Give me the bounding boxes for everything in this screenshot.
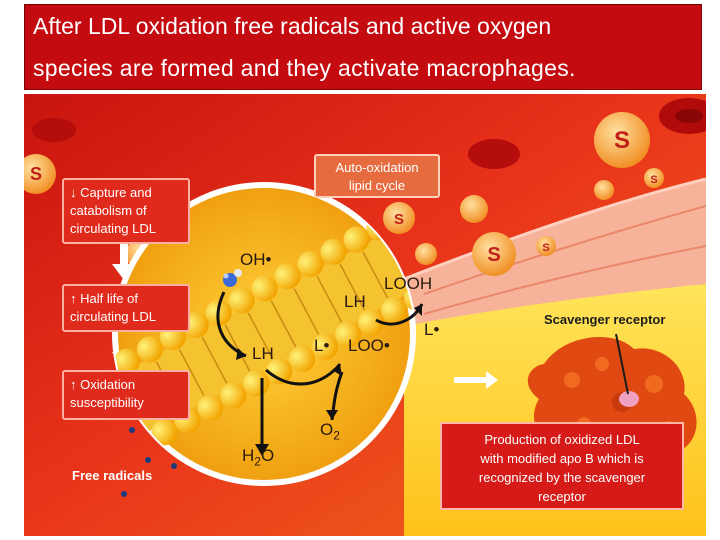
oh-radical-label: OH• [240, 250, 272, 269]
red-blood-cell [468, 139, 520, 169]
capture-line-2: catabolism of [70, 203, 147, 218]
ldl-oxidation-illustration: S S S S S S S S [24, 94, 706, 536]
svg-text:S: S [614, 127, 630, 154]
svg-text:S: S [394, 211, 404, 228]
l-radical-label: L• [314, 336, 330, 355]
lh-left-label: LH [252, 344, 274, 363]
capture-line-3: circulating LDL [70, 221, 156, 236]
auto-oxidation-line-2: lipid cycle [348, 178, 406, 193]
oxidation-susceptibility-box: ↑ Oxidation susceptibility [62, 370, 190, 420]
oxidation-line-1: Oxidation [80, 377, 136, 392]
svg-text:S: S [650, 174, 657, 186]
capture-line-1: Capture and [80, 185, 152, 200]
up-arrow-icon: ↑ [70, 291, 77, 306]
looh-label: LOOH [384, 274, 433, 293]
hydroxyl-radical-molecule [223, 269, 242, 287]
lh-top-label: LH [344, 292, 366, 311]
production-oxidized-ldl-box: Production of oxidized LDL with modified… [440, 422, 684, 510]
arrowheads [236, 304, 422, 456]
oxygen-label: O2 [320, 420, 340, 443]
half-life-line-2: circulating LDL [70, 309, 156, 324]
scavenger-receptor-label: Scavenger receptor [544, 312, 666, 327]
half-life-line-1: Half life of [80, 291, 138, 306]
svg-text:S: S [30, 164, 42, 184]
l-radical-right-label: L• [424, 320, 440, 339]
water-label: H2O [242, 446, 275, 469]
capture-catabolism-box: ↓ Capture and catabolism of circulating … [62, 178, 190, 244]
title-line-2: species are formed and they activate mac… [33, 55, 576, 81]
auto-oxidation-box: Auto-oxidation lipid cycle [314, 154, 440, 198]
loo-radical-label: LOO• [348, 336, 390, 355]
red-blood-cell [32, 118, 76, 142]
oxidation-line-2: susceptibility [70, 395, 144, 410]
production-line-1: Production of oxidized LDL [484, 432, 640, 447]
half-life-box: ↑ Half life of circulating LDL [62, 284, 190, 332]
svg-text:S: S [542, 242, 549, 254]
title-banner: After LDL oxidation free radicals and ac… [24, 4, 702, 90]
right-arrow-icon [454, 371, 498, 389]
auto-oxidation-line-1: Auto-oxidation [335, 160, 419, 175]
down-arrow-icon: ↓ [70, 185, 77, 200]
production-line-4: receptor [538, 489, 586, 504]
svg-text:S: S [487, 244, 500, 266]
free-radicals-label: Free radicals [72, 468, 153, 483]
production-line-2: with modified apo B which is [480, 451, 644, 466]
production-line-3: recognized by the scavenger [478, 470, 646, 485]
endothelium-band [404, 179, 706, 326]
up-arrow-icon: ↑ [70, 377, 77, 392]
title-line-1: After LDL oxidation free radicals and ac… [33, 13, 552, 39]
